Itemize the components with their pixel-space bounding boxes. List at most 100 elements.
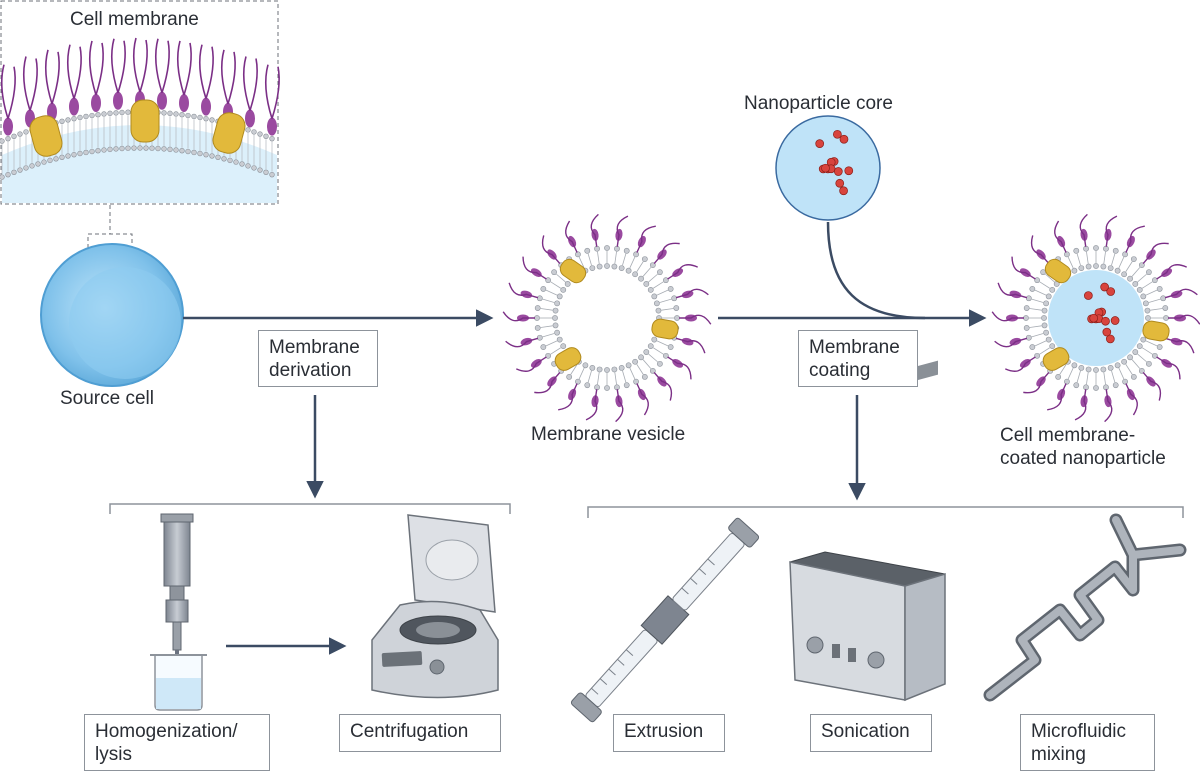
lipid-head-outer — [604, 385, 610, 391]
inset-lipid-head-inner — [257, 167, 263, 173]
cell-membrane-inset — [0, 0, 280, 205]
lipid-head-outer — [1083, 384, 1089, 391]
lipid-head-outer — [1093, 245, 1099, 251]
inset-lipid-head-outer — [263, 133, 269, 140]
inset-lipid-head-inner — [5, 171, 11, 178]
lipid-head-outer — [1138, 262, 1145, 268]
lipid-head-inner — [647, 286, 654, 293]
inset-lipid-head-inner — [29, 163, 35, 169]
lipid-head-outer — [623, 382, 630, 389]
lipid-tail — [597, 251, 600, 264]
method-homogenization-line2: lysis — [95, 744, 132, 765]
glycan-chain — [667, 356, 692, 380]
glycan-chain — [1023, 371, 1050, 394]
lipid-tail — [642, 267, 652, 277]
lipid-tail — [540, 308, 553, 311]
inset-lipid-head-inner — [77, 150, 83, 157]
lipid-head-outer — [1083, 245, 1089, 252]
lipid-head-inner — [560, 286, 567, 293]
glycan-chain — [1156, 356, 1181, 380]
lipid-head-outer — [1103, 245, 1109, 252]
drug-dot — [1084, 291, 1093, 300]
inset-glycan-chain — [161, 40, 170, 93]
inset-glycoprotein-bulb — [179, 93, 189, 112]
lipid-head-outer — [545, 352, 552, 359]
inset-lipid-head-inner — [83, 149, 89, 156]
lipid-tail — [1103, 251, 1106, 264]
lipid-tail — [1045, 273, 1055, 283]
inset-glycan-chain — [66, 44, 75, 99]
inset-lipid-head-inner — [263, 169, 269, 176]
lipid-tail — [636, 261, 644, 272]
inset-lipid-head-inner — [113, 146, 119, 152]
lipid-head-outer — [1093, 385, 1099, 391]
glycan-chain — [667, 264, 698, 280]
inset-lipid-head-inner — [59, 154, 65, 161]
glycan-chain — [616, 215, 629, 247]
glycan-chain — [1030, 235, 1050, 265]
lipid-tail — [587, 370, 592, 383]
lipid-head-outer — [667, 344, 674, 350]
lipid-head-outer — [545, 277, 552, 284]
inset-lipid-head-outer — [167, 110, 173, 117]
inset-lipid-head-inner — [185, 148, 191, 155]
lipid-head-outer — [1055, 373, 1062, 380]
glycan-chain — [1156, 264, 1187, 280]
lipid-tail — [1150, 308, 1163, 311]
lipid-head-inner — [1107, 364, 1114, 371]
lipid-head-inner — [632, 358, 639, 365]
lipid-head-outer — [1064, 378, 1070, 385]
arrow-core-to-coating — [826, 221, 926, 320]
inset-glycan-chain — [44, 49, 53, 105]
lipid-head-outer — [674, 315, 680, 321]
lipid-head-inner — [560, 343, 567, 350]
lipid-head-inner — [1049, 343, 1056, 350]
lipid-head-inner — [604, 367, 610, 373]
lipid-head-inner — [589, 364, 596, 371]
glycan-chain — [994, 337, 1028, 348]
bracket-derivation-methods — [109, 503, 511, 514]
inset-lipid-head-inner — [89, 148, 95, 155]
lipid-tail — [542, 298, 555, 303]
lipid-head-outer — [594, 245, 600, 252]
drug-dot — [1105, 334, 1115, 344]
inset-lipid-head-inner — [179, 148, 185, 154]
glycan-chain — [997, 282, 1028, 299]
lipid-head-inner — [1043, 300, 1050, 307]
inset-lipid-head-outer — [101, 111, 107, 117]
lipid-head-outer — [1064, 251, 1070, 258]
lipid-head-outer — [633, 251, 639, 258]
drug-dot — [1089, 313, 1099, 323]
inset-lipid-head-inner — [17, 167, 23, 173]
inset-lipid-head-inner — [23, 165, 29, 171]
lipid-head-outer — [623, 247, 630, 254]
inset-lipid-head-inner — [269, 171, 275, 178]
drug-dot — [1100, 282, 1109, 292]
lipid-tail — [1039, 281, 1050, 289]
method-microfluidic-line2: mixing — [1031, 744, 1086, 765]
lipid-tail — [614, 372, 617, 385]
glycan-chain — [991, 311, 1024, 322]
drug-dot — [1106, 287, 1116, 296]
inset-lipid-head-outer — [125, 109, 131, 115]
lipid-tail — [629, 367, 636, 380]
method-box-extrusion: Extrusion — [613, 714, 725, 752]
inset-lipid-head-inner — [65, 153, 71, 159]
inset-glycan-chain — [198, 44, 207, 99]
lipid-tail — [1039, 347, 1050, 355]
lipid-head-outer — [649, 262, 656, 268]
drug-dot — [1101, 316, 1110, 326]
lipid-head-outer — [1163, 315, 1169, 321]
lipid-tail — [1118, 367, 1125, 380]
inset-lipid-head-inner — [71, 151, 77, 158]
glycan-chain — [1079, 213, 1088, 247]
lipid-tail — [570, 364, 578, 375]
glycan-chain — [1005, 356, 1036, 372]
glycan-chain — [1054, 220, 1067, 253]
step-derivation-line2: derivation — [269, 360, 352, 381]
inset-glycan-chain — [139, 39, 148, 93]
homogenizer-graphic — [150, 513, 207, 711]
lipid-head-outer — [657, 269, 663, 276]
lipid-head-outer — [649, 368, 656, 374]
lipid-head-inner — [1045, 293, 1052, 300]
